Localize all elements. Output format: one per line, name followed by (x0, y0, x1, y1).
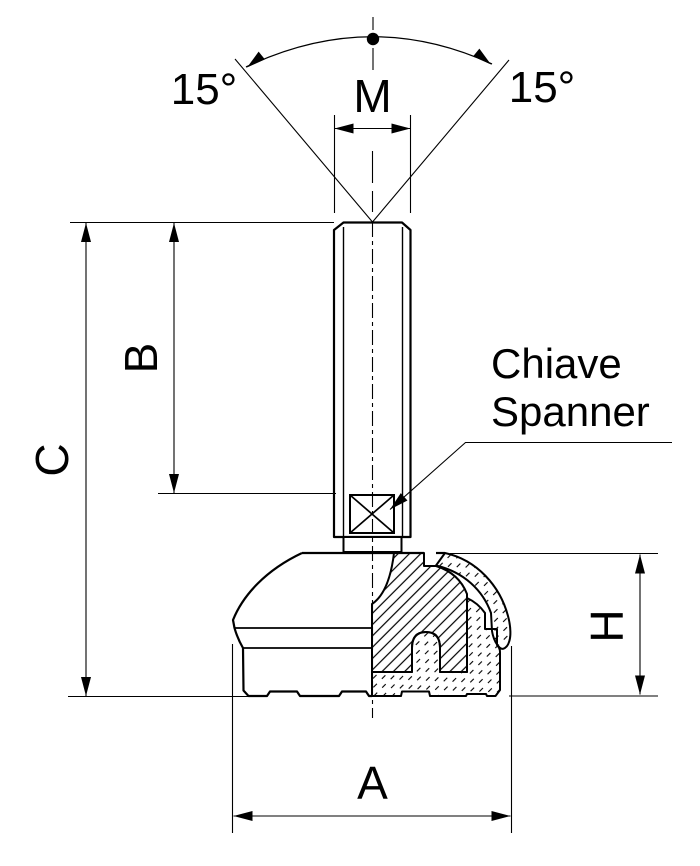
h-arrow-top (635, 554, 645, 574)
c-arrow-top (81, 223, 91, 242)
a-arrow-left (233, 811, 253, 821)
angle-label-right: 15° (509, 63, 576, 112)
section-rubber-pad-hatched (371, 597, 501, 697)
b-arrow-bottom (169, 474, 179, 493)
m-arrow-right (391, 123, 411, 134)
arc-arrow-left (243, 51, 265, 72)
callout-spanner: Spanner (491, 388, 650, 435)
a-arrow-right (491, 811, 511, 821)
dim-label-thread-length: B (115, 343, 167, 374)
dim-label-total-height: C (26, 443, 78, 476)
section-cap-band-hatched (435, 552, 512, 650)
h-arrow-bottom (635, 675, 645, 695)
m-arrow-left (334, 123, 354, 134)
b-arrow-top (169, 223, 179, 242)
pivot-dot (366, 32, 380, 46)
angle-label-left: 15° (171, 65, 238, 114)
dim-label-base-diameter: A (357, 757, 388, 809)
dim-label-thread: M (353, 70, 391, 122)
arc-arrow-right (473, 48, 495, 69)
thread-root-lines (342, 227, 404, 537)
dim-label-base-height: H (581, 609, 633, 642)
foot-seam-lines (234, 627, 372, 649)
centerline (371, 17, 374, 718)
callout-chiave: Chiave (491, 340, 622, 387)
c-arrow-bottom (81, 677, 91, 696)
